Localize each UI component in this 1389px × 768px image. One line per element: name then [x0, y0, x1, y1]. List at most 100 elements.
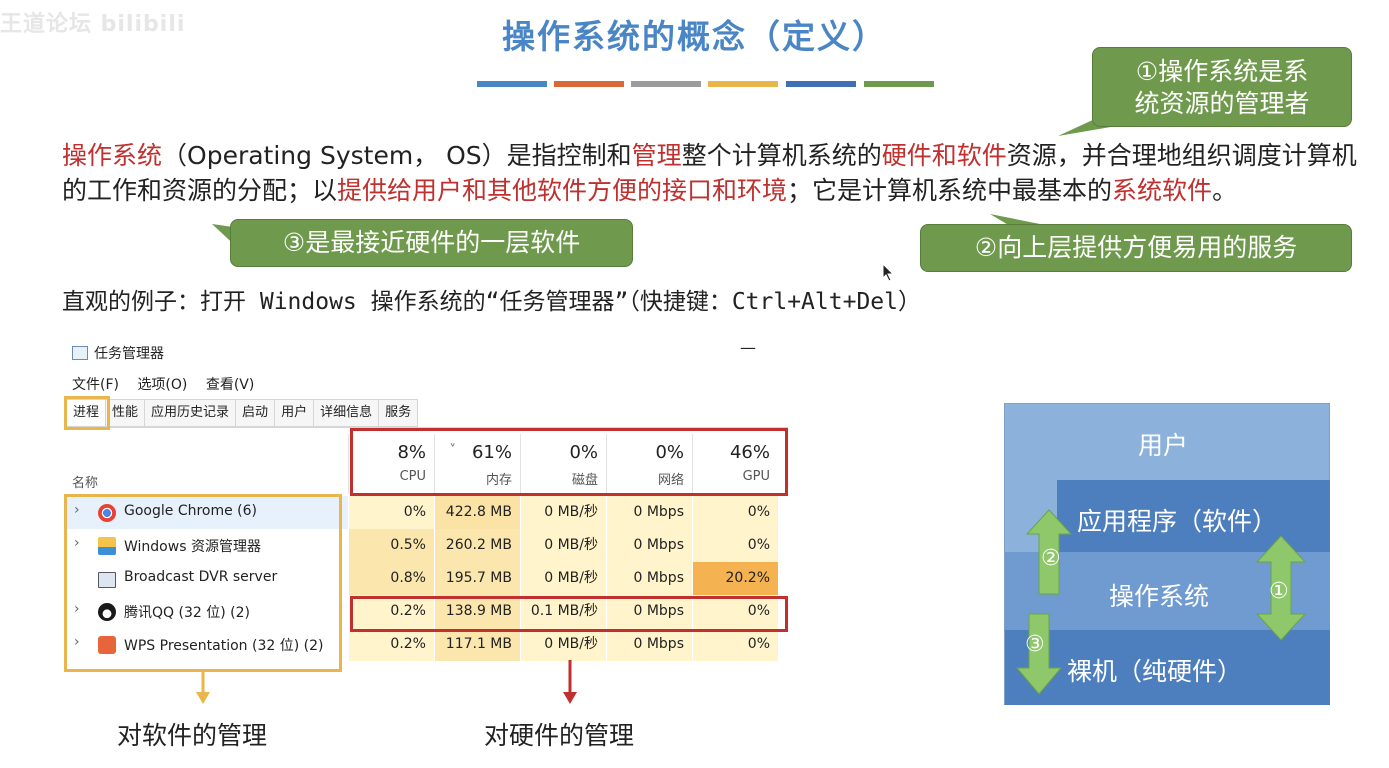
memory-cell: 138.9 MB	[434, 595, 520, 628]
os-definition-paragraph: 操作系统（Operating System， OS）是指控制和管理整个计算机系统…	[62, 138, 1372, 208]
table-row[interactable]: › 腾讯QQ (32 位) (2) 0.2% 138.9 MB 0.1 MB/秒…	[66, 595, 788, 628]
network-cell: 0 Mbps	[606, 595, 692, 628]
cpu-cell: 0.8%	[348, 562, 434, 595]
table-row[interactable]: › Windows 资源管理器 0.5% 260.2 MB 0 MB/秒 0 M…	[66, 529, 788, 562]
cpu-label: CPU	[399, 469, 426, 484]
expand-chevron-icon[interactable]: ›	[74, 601, 80, 617]
gpu-total: 46%	[729, 442, 770, 463]
paragraph-text: ；它是计算机系统中最基本的	[787, 176, 1113, 205]
disk-cell: 0 MB/秒	[520, 529, 606, 562]
highlight-box-hardware-totals	[350, 428, 788, 496]
down-arrow-3-icon	[1015, 613, 1063, 695]
callout-closest-to-hardware: ③是最接近硬件的一层软件	[230, 219, 633, 267]
title-underline-bar	[864, 81, 934, 87]
arrow-number-1: ①	[1269, 579, 1289, 604]
memory-cell: 422.8 MB	[434, 496, 520, 529]
task-manager-window: 任务管理器 — 文件(F) 选项(O) 查看(V) 进程 性能 应用历史记录 启…	[66, 336, 788, 672]
qq-penguin-icon	[98, 603, 116, 621]
disk-cell: 0 MB/秒	[520, 562, 606, 595]
menu-view[interactable]: 查看(V)	[205, 377, 255, 393]
service-window-icon	[98, 572, 116, 588]
caption-arrows	[196, 660, 577, 704]
title-underline-bar	[708, 81, 778, 87]
window-titlebar: 任务管理器	[72, 343, 164, 363]
paragraph-text: （Operating System， OS）是指控制和	[162, 141, 632, 170]
callout-services: ②向上层提供方便易用的服务	[920, 224, 1352, 272]
callout-line: 统资源的管理者	[1134, 89, 1310, 118]
arrow-number-2: ②	[1041, 546, 1061, 571]
tab-users[interactable]: 用户	[275, 399, 315, 427]
expand-chevron-icon[interactable]: ›	[74, 634, 80, 650]
network-label: 网络	[657, 473, 684, 488]
menu-bar: 文件(F) 选项(O) 查看(V)	[72, 374, 268, 394]
column-header-memory[interactable]: ˅61% 内存	[434, 434, 520, 494]
title-underline-bar	[477, 81, 547, 87]
disk-cell: 0 MB/秒	[520, 496, 606, 529]
tab-performance[interactable]: 性能	[106, 399, 146, 427]
process-name: WPS Presentation (32 位) (2)	[124, 638, 324, 654]
paragraph-text: 资源，并合理地组织调度计算机的工作和资源的分配；以	[62, 141, 1357, 205]
paragraph-text: 整个计算机系统的	[681, 141, 882, 170]
gpu-cell: 0%	[692, 529, 778, 562]
layer-label-os: 操作系统	[1109, 582, 1210, 611]
os-layer-diagram: 用户 应用程序（软件） 操作系统 裸机（纯硬件） ② ① ③	[1004, 403, 1330, 705]
layer-label-user: 用户	[1138, 431, 1189, 460]
tab-startup[interactable]: 启动	[236, 399, 276, 427]
cpu-cell: 0.5%	[348, 529, 434, 562]
column-header-name[interactable]: 名称	[72, 476, 99, 491]
highlight-manage: 管理	[631, 141, 682, 170]
minimize-button[interactable]: —	[740, 338, 756, 357]
memory-label: 内存	[485, 473, 512, 488]
tab-services[interactable]: 服务	[379, 399, 419, 427]
gpu-cell: 0%	[692, 595, 778, 628]
memory-cell: 117.1 MB	[434, 628, 520, 661]
table-row[interactable]: Broadcast DVR server 0.8% 195.7 MB 0 MB/…	[66, 562, 788, 595]
process-name: 腾讯QQ (32 位) (2)	[124, 605, 250, 621]
menu-file[interactable]: 文件(F)	[72, 377, 119, 393]
expand-chevron-icon[interactable]: ›	[74, 502, 80, 518]
title-underline-bar	[786, 81, 856, 87]
tab-app-history[interactable]: 应用历史记录	[145, 399, 237, 427]
layer-label-hardware: 裸机（纯硬件）	[1067, 657, 1243, 686]
column-header-cpu[interactable]: 8% CPU	[348, 434, 434, 494]
chrome-icon	[98, 504, 116, 522]
disk-label: 磁盘	[571, 473, 598, 488]
gpu-cell: 0%	[692, 496, 778, 529]
column-header-gpu[interactable]: 46% GPU	[692, 434, 778, 494]
column-header-disk[interactable]: 0% 磁盘	[520, 434, 606, 494]
title-underline-bar	[554, 81, 624, 87]
network-total: 0%	[655, 442, 684, 463]
disk-cell: 0.1 MB/秒	[520, 595, 606, 628]
tab-details[interactable]: 详细信息	[314, 399, 380, 427]
callout2-pointer	[990, 214, 1050, 226]
network-cell: 0 Mbps	[606, 628, 692, 661]
network-cell: 0 Mbps	[606, 529, 692, 562]
file-explorer-icon	[98, 537, 116, 555]
table-row[interactable]: › Google Chrome (6) 0% 422.8 MB 0 MB/秒 0…	[66, 496, 788, 529]
title-underline-bar	[631, 81, 701, 87]
caption-hardware-management: 对硬件的管理	[484, 721, 635, 750]
gpu-cell: 0%	[692, 628, 778, 661]
highlight-os: 操作系统	[62, 141, 163, 170]
hardware-arrow-head	[563, 692, 577, 704]
highlight-box-software	[64, 494, 342, 672]
column-header-network[interactable]: 0% 网络	[606, 434, 692, 494]
highlight-box-processes-tab	[64, 396, 110, 430]
caption-software-management: 对软件的管理	[117, 721, 268, 750]
menu-options[interactable]: 选项(O)	[137, 377, 188, 393]
tab-processes[interactable]: 进程	[66, 399, 107, 427]
cpu-cell: 0.2%	[348, 628, 434, 661]
up-arrow-2-icon	[1025, 509, 1073, 595]
cpu-total: 8%	[397, 442, 426, 463]
window-title: 任务管理器	[94, 346, 164, 362]
cpu-cell: 0%	[348, 496, 434, 529]
sort-arrow-icon: ˅	[449, 443, 456, 458]
highlight-system-software: 系统软件	[1112, 176, 1213, 205]
software-arrow-head	[196, 692, 210, 704]
table-row[interactable]: › WPS Presentation (32 位) (2) 0.2% 117.1…	[66, 628, 788, 661]
memory-cell: 260.2 MB	[434, 529, 520, 562]
process-name: Broadcast DVR server	[124, 569, 278, 585]
highlight-interface: 提供给用户和其他软件方便的接口和环境	[337, 176, 788, 205]
highlight-box-hardware-row	[350, 596, 788, 632]
expand-chevron-icon[interactable]: ›	[74, 535, 80, 551]
